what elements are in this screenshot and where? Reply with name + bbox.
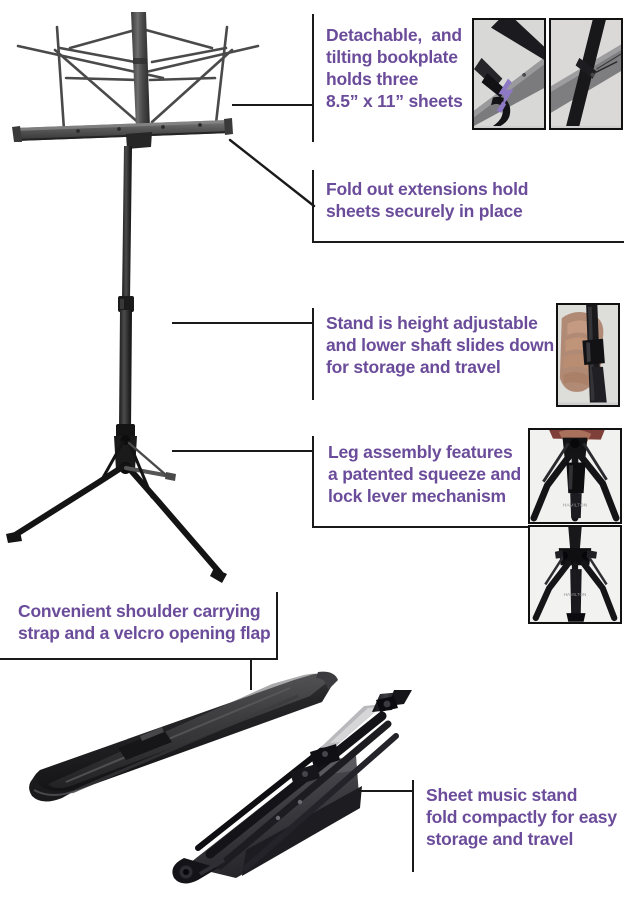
- inset-bookplate-detach-left: [472, 18, 546, 130]
- carry-bag-illustration: [29, 671, 338, 802]
- callout-fold-leader: [358, 790, 414, 792]
- callout-leg-baseline: [312, 526, 528, 528]
- callout-fold-line-1: Sheet music stand: [426, 785, 578, 805]
- callout-fold-rule: [412, 780, 414, 872]
- callout-fold-line-3: storage and travel: [426, 829, 574, 849]
- inset-leg-lock-lower: HAMILTON: [528, 525, 622, 624]
- callout-extensions: Fold out extensions hold sheets securely…: [326, 178, 586, 222]
- callout-height-line-1: Stand is height adjustable: [326, 313, 538, 333]
- callout-height-line-2: and lower shaft slides down: [326, 335, 554, 355]
- callout-strap-line-2: strap and a velcro opening flap: [18, 623, 271, 643]
- inset-leg-lock-upper: HAMILTON: [528, 428, 622, 524]
- callout-bookplate-leader: [232, 104, 314, 106]
- callout-leg-leader: [172, 450, 314, 452]
- callout-leg-assembly: Leg assembly features a patented squeeze…: [328, 441, 538, 507]
- callout-bookplate-line-1: Detachable, and: [326, 25, 462, 45]
- main-stand-illustration: [6, 12, 260, 583]
- callout-bookplate-line-2: tilting bookplate: [326, 47, 458, 67]
- callout-fold-line-2: fold compactly for easy: [426, 807, 617, 827]
- callout-leg-line-3: lock lever mechanism: [328, 486, 506, 506]
- callout-strap-baseline: [0, 658, 278, 660]
- callout-leg-line-2: a patented squeeze and: [328, 464, 522, 484]
- callout-strap-rule: [276, 592, 278, 660]
- callout-extensions-leader: [228, 138, 316, 208]
- inset-bookplate-detach-right: [549, 18, 623, 130]
- svg-text:HAMILTON: HAMILTON: [563, 503, 588, 509]
- callout-bookplate-rule: [312, 14, 314, 142]
- callout-carry-strap: Convenient shoulder carrying strap and a…: [18, 600, 276, 644]
- callout-extensions-baseline: [312, 241, 624, 243]
- callout-extensions-line-2: sheets securely in place: [326, 201, 523, 221]
- callout-height-rule: [312, 308, 314, 400]
- folded-stand-illustration: [172, 690, 412, 884]
- callout-strap-line-1: Convenient shoulder carrying: [18, 601, 261, 621]
- svg-text:HAMILTON: HAMILTON: [564, 592, 586, 597]
- callout-fold-compact: Sheet music stand fold compactly for eas…: [426, 784, 617, 850]
- inset-hand-height-adjust: [556, 303, 620, 407]
- callout-leg-line-1: Leg assembly features: [328, 442, 513, 462]
- callout-height-adjust: Stand is height adjustable and lower sha…: [326, 312, 556, 378]
- callout-strap-leader: [250, 658, 252, 690]
- callout-leg-rule: [312, 436, 314, 528]
- callout-extensions-line-1: Fold out extensions hold: [326, 179, 529, 199]
- callout-bookplate: Detachable, and tilting bookplate holds …: [326, 24, 476, 112]
- callout-bookplate-line-4: 8.5” x 11” sheets: [326, 91, 463, 111]
- callout-height-line-3: for storage and travel: [326, 357, 501, 377]
- callout-bookplate-line-3: holds three: [326, 69, 419, 89]
- callout-height-leader: [172, 322, 314, 324]
